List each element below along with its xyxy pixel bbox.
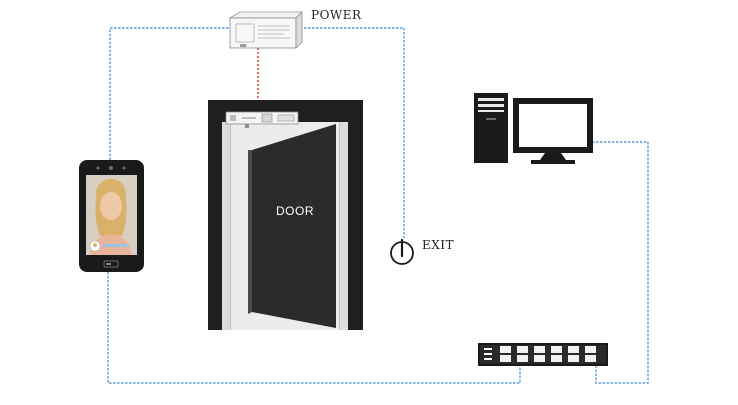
- switch-port: [500, 346, 511, 353]
- wire-terminal-to-switch: [107, 272, 521, 384]
- switch-port: [551, 355, 562, 362]
- switch-port: [517, 355, 528, 362]
- switch-port: [551, 346, 562, 353]
- switch-port: [585, 346, 596, 353]
- exit-label: EXIT: [422, 238, 455, 252]
- lock-icon: [225, 111, 299, 128]
- door-icon: [208, 100, 363, 330]
- power-button-icon[interactable]: [390, 238, 414, 265]
- switch-port: [534, 346, 545, 353]
- power-label: POWER: [311, 8, 362, 22]
- wire-computer-to-switch: [592, 141, 649, 384]
- switch-port: [500, 355, 511, 362]
- network-switch-icon: [478, 343, 608, 366]
- lock-label: LOCK: [300, 106, 338, 120]
- switch-port: [585, 355, 596, 362]
- switch-port: [568, 346, 579, 353]
- switch-ports: [500, 346, 596, 362]
- switch-port: [568, 355, 579, 362]
- door-label: DOOR: [276, 204, 314, 218]
- wire-power-to-exit: [300, 27, 405, 238]
- switch-port: [534, 355, 545, 362]
- wiring: [107, 27, 649, 384]
- wire-terminal-to-power: [109, 27, 232, 160]
- desktop-computer-icon: [474, 93, 593, 164]
- face-terminal-icon: [79, 160, 144, 272]
- switch-port: [517, 346, 528, 353]
- power-supply-icon: [228, 11, 303, 49]
